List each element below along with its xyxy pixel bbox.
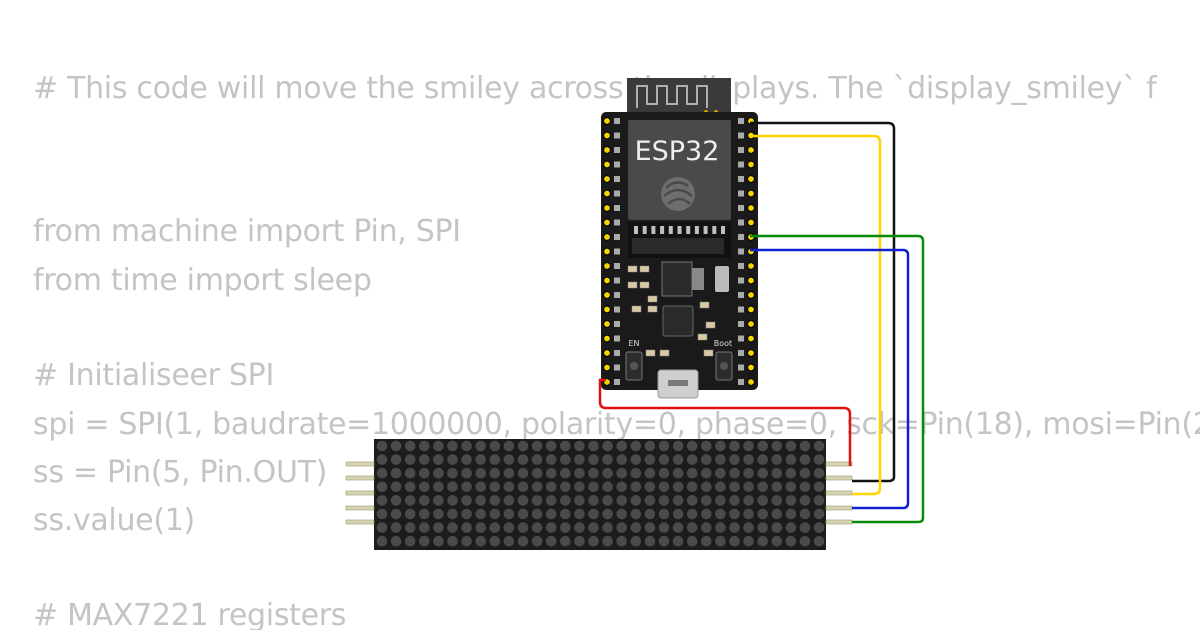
code-comment-line: # Initialiseer SPI — [33, 358, 275, 393]
matrix-output-pins — [825, 461, 853, 525]
code-pin-line: ss = Pin(5, Pin.OUT) — [33, 455, 328, 490]
wire-vcc[interactable] — [598, 378, 852, 466]
usb-uart-chip — [662, 305, 694, 337]
boot-label: Boot — [714, 339, 732, 348]
matrix-input-pins — [345, 461, 375, 525]
esp32-board[interactable]: ESP32 EN Boot — [601, 78, 758, 399]
module-castellations — [632, 226, 725, 254]
en-label: EN — [628, 339, 639, 348]
wire-gnd[interactable] — [750, 121, 896, 483]
code-spi-line: spi = SPI(1, baudrate=1000000, polarity=… — [33, 407, 1200, 442]
antenna-trace-icon — [636, 85, 708, 108]
code-comment-line: # MAX7221 registers — [33, 598, 347, 630]
led-matrix-module[interactable] — [345, 439, 853, 550]
wire-sck[interactable] — [750, 134, 882, 496]
pin-header-left[interactable] — [603, 117, 620, 386]
wires — [598, 121, 925, 524]
espressif-logo-icon — [661, 177, 695, 211]
wire-mosi[interactable] — [750, 234, 925, 524]
wire-cs[interactable] — [750, 248, 910, 510]
code-value-line: ss.value(1) — [33, 503, 195, 538]
pin-header-right[interactable] — [738, 117, 755, 386]
led-matrix-dots — [376, 440, 825, 547]
code-import-line: from time import sleep — [33, 263, 372, 298]
code-import-line: from machine import Pin, SPI — [33, 214, 461, 249]
esp32-shield — [628, 120, 731, 220]
smd-components — [627, 265, 716, 357]
voltage-regulator — [661, 261, 693, 297]
usb-uart-connector — [715, 266, 729, 292]
chip-label: ESP32 — [635, 136, 720, 167]
